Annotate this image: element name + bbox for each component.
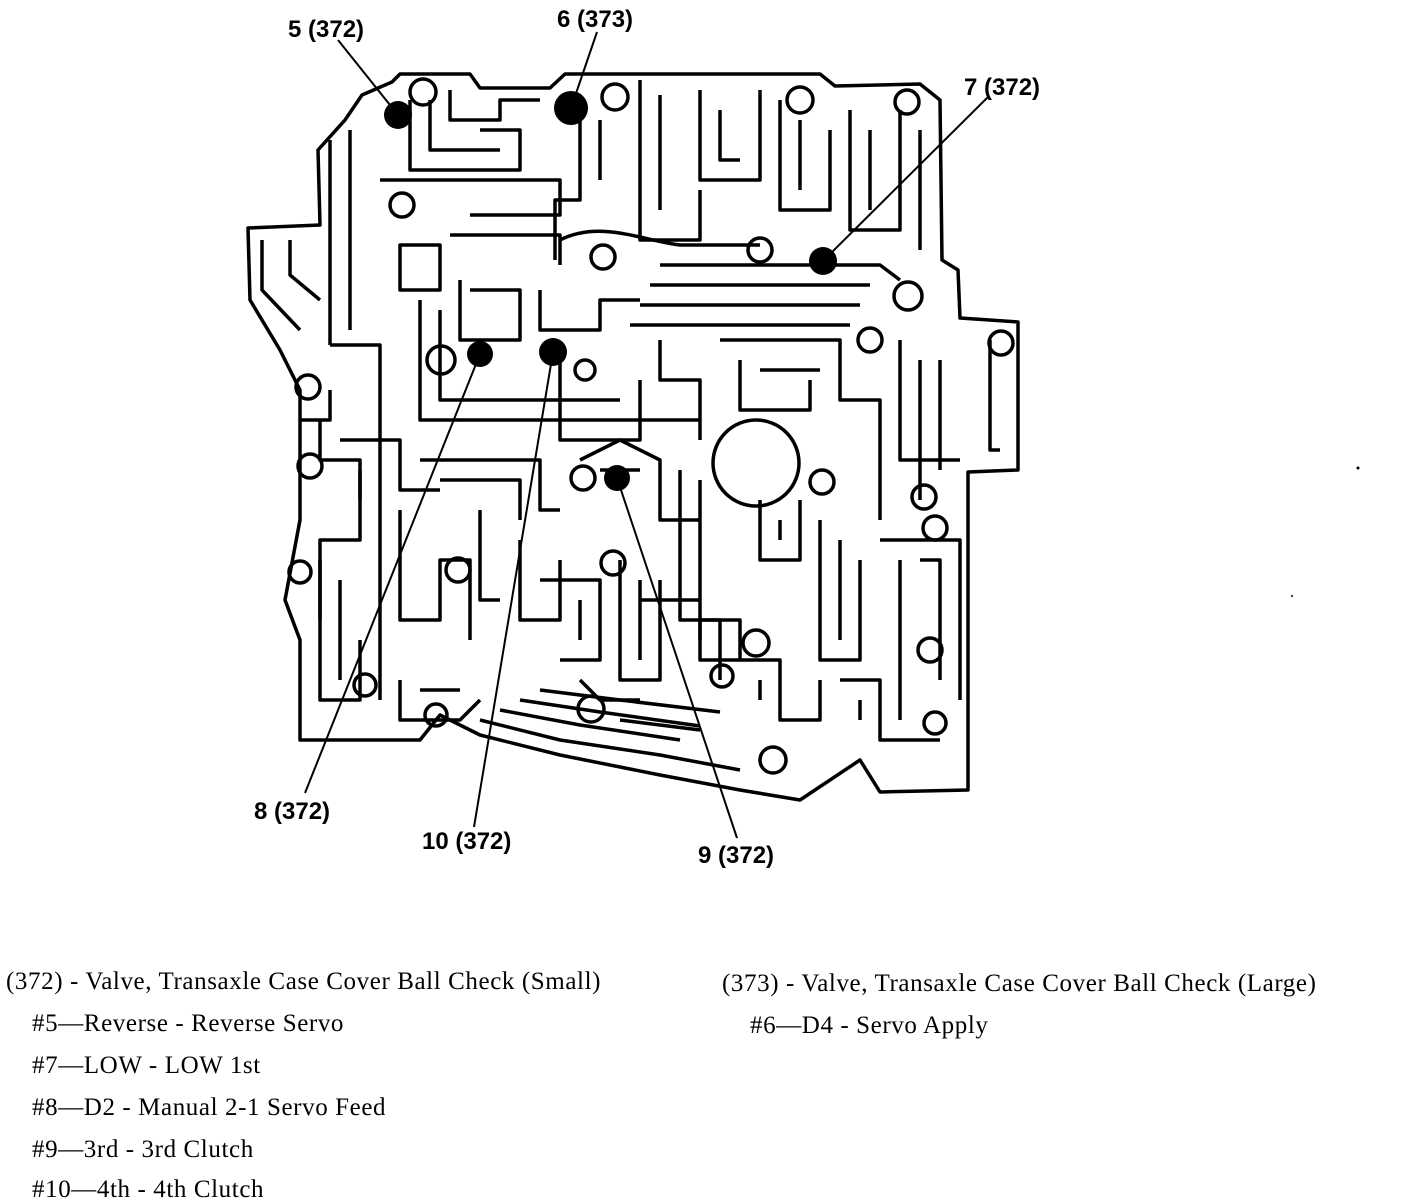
legend-item: #8—D2 - Manual 2-1 Servo Feed xyxy=(32,1094,387,1121)
legend-item: #6—D4 - Servo Apply xyxy=(750,1012,989,1039)
callout-10: 10 (372) xyxy=(422,828,511,855)
legend-small-heading: (372) - Valve, Transaxle Case Cover Ball… xyxy=(6,968,602,995)
callout-9: 9 (372) xyxy=(698,842,774,869)
legend-large-heading: (373) - Valve, Transaxle Case Cover Ball… xyxy=(722,970,1317,997)
legend-item: #5—Reverse - Reverse Servo xyxy=(32,1010,345,1037)
callout-7: 7 (372) xyxy=(964,74,1040,101)
case-cover-plate xyxy=(246,72,1020,802)
callout-8: 8 (372) xyxy=(254,798,330,825)
valve-body-diagram: 5 (372) 6 (373) 7 (372) 8 (372) 10 (372)… xyxy=(246,6,1360,869)
leader-8 xyxy=(304,353,481,794)
callout-5: 5 (372) xyxy=(288,16,364,43)
leader-7 xyxy=(822,96,989,262)
leader-5 xyxy=(337,39,399,116)
speck xyxy=(1356,466,1360,470)
leader-6 xyxy=(570,31,598,109)
legend-item: #9—3rd - 3rd Clutch xyxy=(32,1136,254,1163)
legend-item: #7—LOW - LOW 1st xyxy=(32,1052,261,1079)
legend-item: #10—4th - 4th Clutch xyxy=(32,1176,265,1203)
callout-6: 6 (373) xyxy=(557,6,633,33)
speck xyxy=(1291,595,1293,597)
leader-10 xyxy=(473,351,554,828)
leader-9 xyxy=(616,477,738,839)
leader-lines xyxy=(304,31,989,839)
